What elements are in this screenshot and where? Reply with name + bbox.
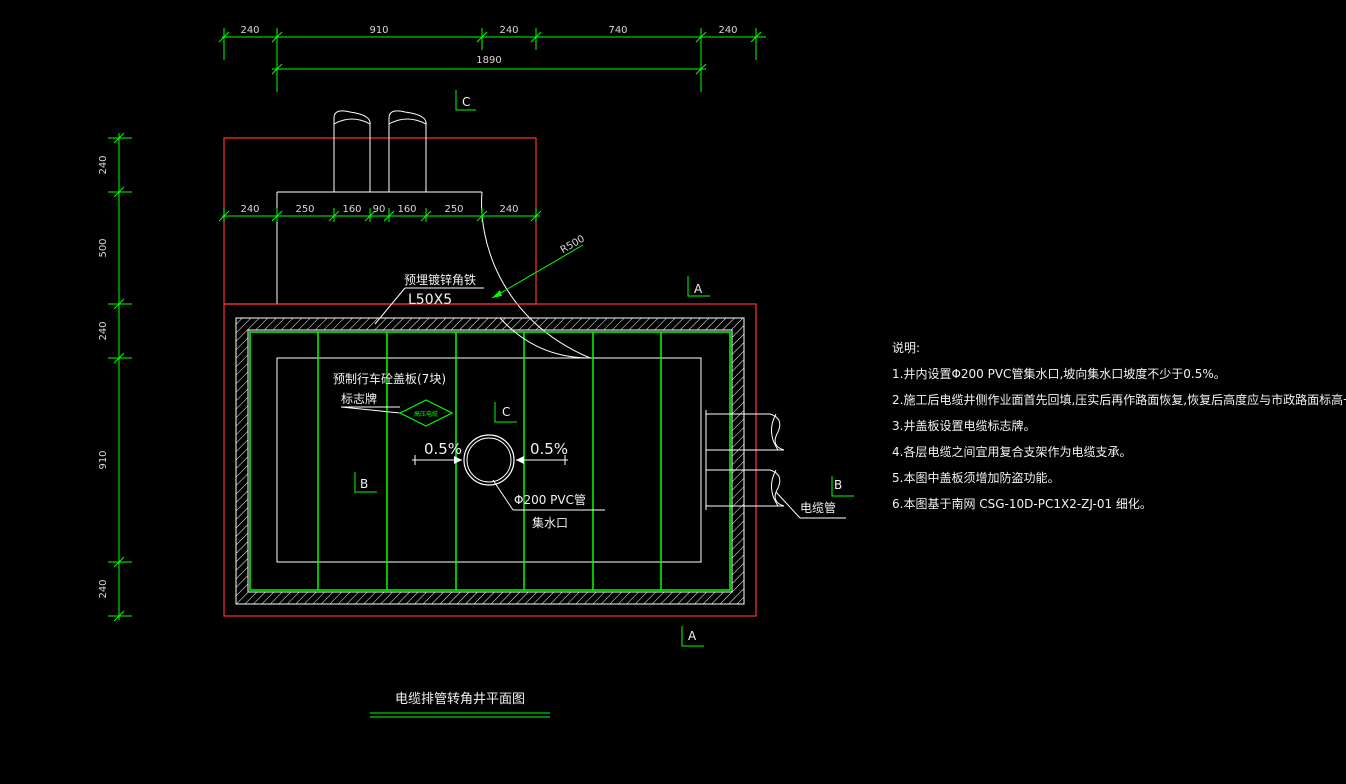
radius-label: R500: [559, 234, 587, 257]
inner-dimension-chain: [218, 208, 542, 222]
note-item-6: 6.本图基于南网 CSG-10D-PC1X2-ZJ-01 细化。: [892, 496, 1152, 511]
slope-arrow-right: [516, 455, 568, 465]
svg-text:A: A: [688, 629, 697, 643]
top-dimension-chain: [218, 28, 766, 92]
svg-text:A: A: [694, 282, 703, 296]
cable-pipe-leader: [775, 491, 846, 519]
svg-text:B: B: [360, 477, 368, 491]
cover-plates: [249, 331, 731, 591]
dim-top-total: 1890: [476, 55, 501, 66]
corner-arc-inner: [499, 317, 591, 359]
dim-left-5: 240: [98, 579, 109, 598]
dim-inner-7: 240: [499, 204, 518, 215]
cover-plate-label: 预制行车砼盖板(7块): [333, 371, 446, 386]
sign-plate-text: 高压电缆: [414, 410, 438, 418]
angle-steel-leader: [374, 287, 484, 325]
dim-inner-2: 250: [295, 204, 314, 215]
embedded-angle-label: 预埋镀锌角铁: [404, 273, 476, 287]
well-outer-outline: [223, 303, 757, 617]
dim-inner-1: 240: [240, 204, 259, 215]
note-item-2: 2.施工后电缆井侧作业面首先回填,压实后再作路面恢复,恢复后高度应与市政路面标高…: [892, 392, 1346, 407]
well-wall-hatch: [235, 317, 745, 605]
sign-leader: [340, 406, 401, 414]
note-item-5: 5.本图中盖板须增加防盗功能。: [892, 470, 1059, 485]
slope-right-label: 0.5%: [530, 440, 568, 458]
sump-leader: [492, 479, 605, 511]
note-item-3: 3.井盖板设置电缆标志牌。: [892, 419, 1035, 433]
right-cable-pipes: [705, 410, 785, 510]
sump-label: 集水口: [532, 515, 568, 530]
dim-left-4: 910: [98, 450, 109, 469]
dim-inner-6: 250: [444, 204, 463, 215]
section-mark-b-left: B: [354, 472, 377, 493]
well-inner-chamber: [276, 357, 702, 563]
sign-label: 标志牌: [341, 392, 377, 406]
notes-block: 说明: 1.井内设置Φ200 PVC管集水口,坡向集水口坡度不少于0.5%。 2…: [892, 340, 1346, 511]
cable-pipe-label: 电缆管: [800, 500, 836, 515]
section-mark-c-top: C: [455, 90, 476, 111]
dim-left-3: 240: [98, 321, 109, 340]
left-dimension-chain: [108, 132, 132, 622]
section-mark-c-center: C: [494, 402, 517, 423]
upper-duct-pipes: [333, 110, 427, 192]
sign-plate-icon: 高压电缆: [398, 399, 454, 427]
note-item-1: 1.井内设置Φ200 PVC管集水口,坡向集水口坡度不少于0.5%。: [892, 366, 1226, 381]
section-mark-a-top: A: [687, 276, 710, 297]
inner-dimension-labels: 240 250 160 90 160 250 240: [240, 204, 518, 215]
dim-inner-3: 160: [342, 204, 361, 215]
svg-text:C: C: [502, 405, 510, 419]
svg-text:C: C: [462, 95, 470, 109]
drawing-title: 电缆排管转角井平面图: [395, 691, 525, 707]
dim-top-5: 240: [718, 25, 737, 36]
dim-left-2: 500: [98, 238, 109, 257]
left-dimension-labels: 240 500 240 910 240: [98, 155, 109, 598]
dim-top-3: 240: [499, 25, 518, 36]
note-item-4: 4.各层电缆之间宜用复合支架作为电缆支承。: [892, 444, 1131, 459]
sump-pipe: [463, 434, 515, 486]
slope-arrow-left: [412, 455, 462, 465]
dim-inner-5: 160: [397, 204, 416, 215]
dim-top-2: 910: [369, 25, 388, 36]
top-dimension-labels: 240 910 240 740 240 1890: [240, 25, 737, 66]
pipe-spec-label: Φ200 PVC管: [514, 492, 586, 507]
angle-spec-label: L50X5: [408, 292, 452, 308]
section-mark-b-right: B: [831, 476, 854, 497]
dim-inner-4: 90: [373, 204, 386, 215]
dim-top-1: 240: [240, 25, 259, 36]
slope-left-label: 0.5%: [424, 440, 462, 458]
svg-text:B: B: [834, 478, 842, 492]
section-mark-a-bottom: A: [681, 626, 704, 647]
notes-title: 说明:: [892, 340, 920, 355]
dim-left-1: 240: [98, 155, 109, 174]
dim-top-4: 740: [608, 25, 627, 36]
